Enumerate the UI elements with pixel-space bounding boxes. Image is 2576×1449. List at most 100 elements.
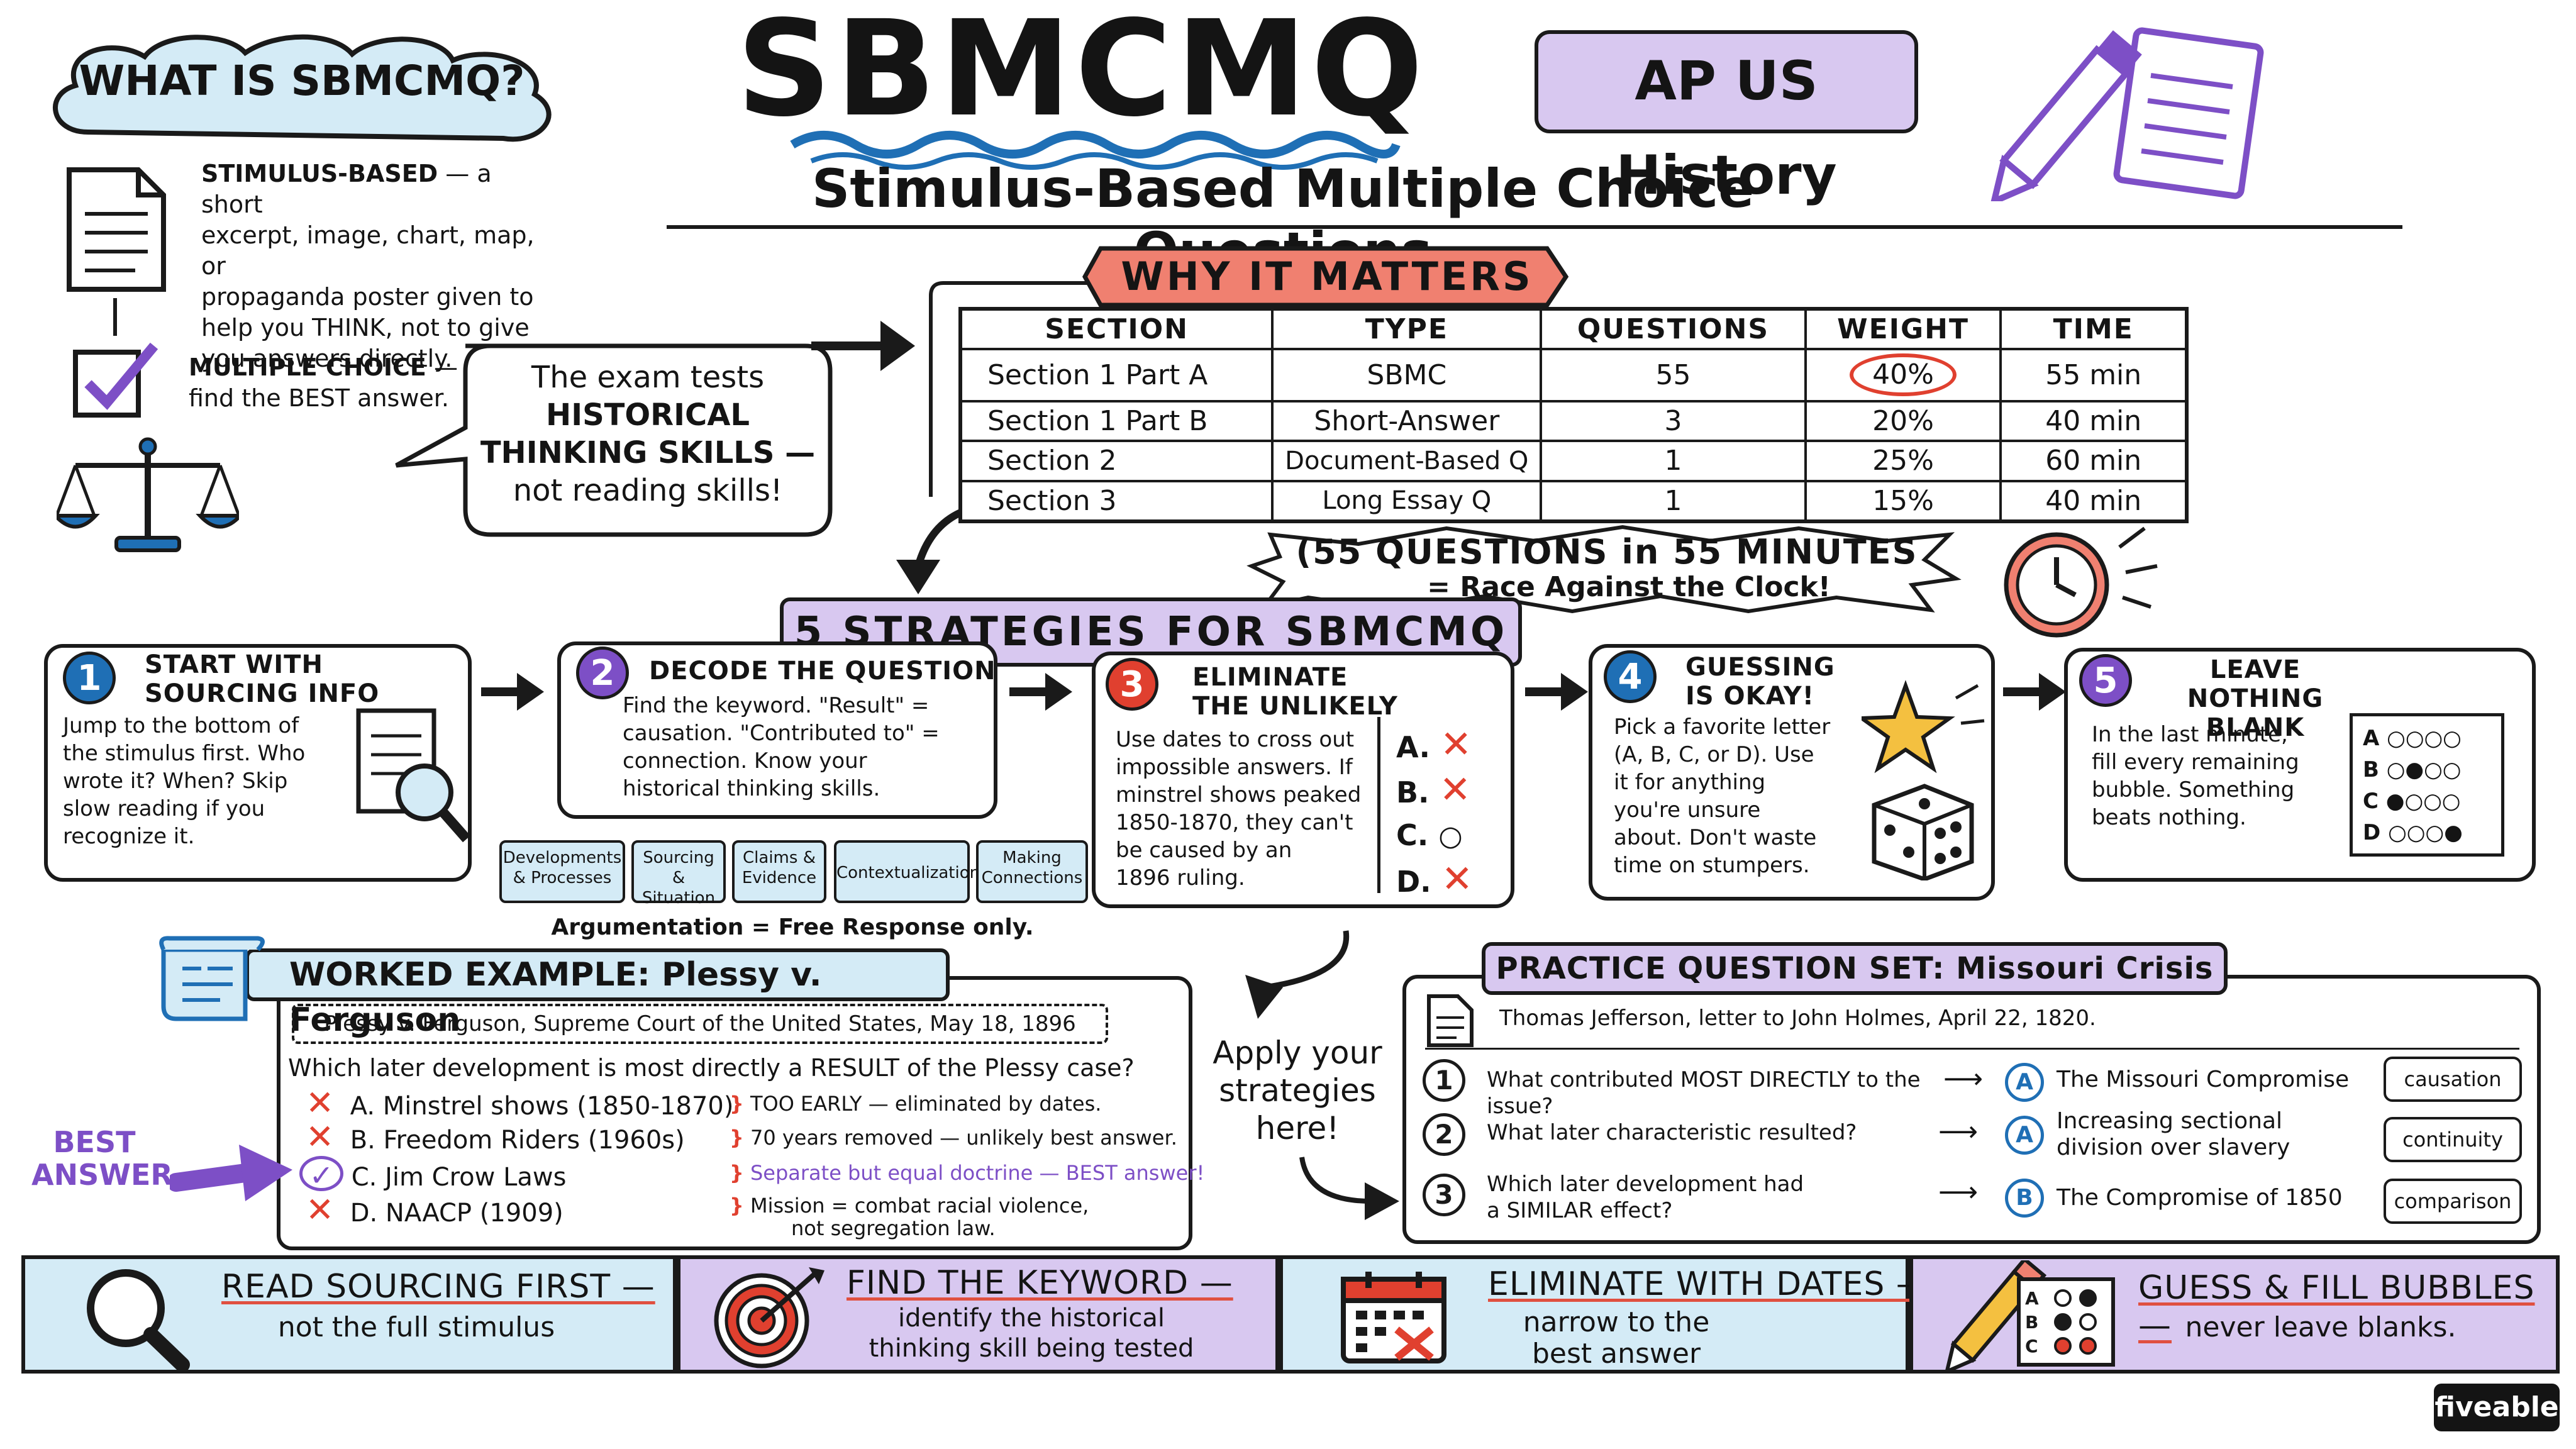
skill-tag: continuity [2384,1117,2522,1162]
table-cell: SBMC [1271,348,1543,402]
calendar-icon [1341,1272,1446,1363]
stimulus-line: help you THINK, not to give [201,314,530,341]
clock-icon [2004,526,2158,638]
practice-answer: The Compromise of 1850 [2057,1185,2343,1211]
strategy-card-2 [557,641,997,819]
chip-line: Claims & [743,848,816,867]
why-banner-shape [1082,246,1569,308]
table-cell: Section 2 [958,440,1274,482]
eliminate-row: D. ✕ [1396,858,1503,903]
arrow-right-icon: ⟶ [1943,1063,1984,1095]
strategy-title-line: LEAVE NOTHING [2187,655,2324,713]
strategy-title: ELIMINATE THE UNLIKELY [1192,663,1398,721]
strategy-body-line: 1896 ruling. [1116,865,1245,891]
strategy-number: 3 [1106,658,1158,711]
subtitle-underline [667,225,2402,229]
strategy-title: LEAVE NOTHING BLANK [2142,655,2368,742]
stimulus-line: — a short [201,160,492,218]
answer-option: ✕ B. Freedom Riders (1960s) [306,1120,685,1155]
worked-example-title: WORKED EXAMPLE: Plessy v. Ferguson [289,956,822,1039]
case-question: Which later development is most directly… [288,1054,1135,1082]
strategy-number: 4 [1604,650,1657,703]
strategy-body-line: causation. "Contributed to" = [623,721,940,746]
practice-answer-line: Increasing sectional [2057,1108,2283,1134]
table-cell: 25% [1804,440,2002,482]
footer-subtitle: not the full stimulus [277,1311,555,1343]
table-cell: 40 min [1999,399,2188,443]
col-header: SECTION [958,308,1274,350]
footer-title: ELIMINATE WITH DATES — [1488,1265,1929,1303]
option-letter: D. [1396,865,1431,899]
footer-subtitle: never leave blanks. [2185,1311,2457,1343]
brand-logo: fiveable [2434,1384,2560,1431]
strategy-body-line: recognize it. [63,824,195,849]
col-header: QUESTIONS [1540,308,1807,350]
table-cell: 55 [1540,348,1807,402]
apply-line: here! [1255,1110,1340,1146]
practice-answer: Increasing sectional division over slave… [2057,1108,2371,1161]
chip-line: & Processes [513,869,612,887]
scales-icon [57,437,239,552]
stimulus-term: STIMULUS-BASED [201,160,438,187]
strategy-title: START WITH SOURCING INFO [145,650,379,708]
worked-example-header [245,948,950,1001]
mc-definition: MULTIPLE CHOICE — find the BEST answer. [189,352,478,415]
answer-text: C. Jim Crow Laws [351,1163,567,1192]
practice-question-line: Which later development had [1487,1172,1804,1197]
course-badge: AP US History [1535,30,1918,207]
brace-icon: } [730,1161,744,1185]
table-cell: 1 [1540,479,1807,523]
strategy-body-line: (A, B, C, or D). Use [1614,742,1814,767]
skill-chip: Developments & Processes [499,840,625,903]
table-cell: Long Essay Q [1271,479,1543,523]
best-answer-label: BEST ANSWER [31,1125,173,1195]
document-magnifier-icon [356,708,471,843]
callout-line-1: (55 QUESTIONS in 55 MINUTES [1296,532,1918,572]
footer-title-text: FIND THE KEYWORD — [847,1264,1233,1302]
table-cell: 1 [1540,440,1807,482]
best-label-line: BEST [53,1125,136,1159]
strategy-body: Find the keyword. "Result" = causation. … [623,692,987,802]
bubble-row: B ○●○○ [2363,754,2491,786]
stimulus-line: you answers directly. [201,345,453,372]
mc-term: MULTIPLE CHOICE [189,353,426,381]
strategy-body-line: historical thinking skills. [623,776,880,801]
practice-source: Thomas Jefferson, letter to John Holmes,… [1499,1006,2096,1031]
speech-bubble [395,343,833,537]
practice-answer-line: division over slavery [2057,1135,2290,1160]
skill-chip: Contextualization [834,840,980,903]
answer-note: not segregation law. [791,1216,996,1240]
option-letter: A. [1396,730,1430,764]
note-text: Separate but equal doctrine — BEST answe… [750,1161,1205,1185]
table-cell: 15% [1804,479,2002,523]
strategy-body-line: impossible answers. If [1116,755,1353,780]
note-text: Mission = combat racial violence, [750,1194,1089,1218]
practice-question-line: a SIMILAR effect? [1487,1198,1673,1223]
bubble-icons: ○●○○ [2386,757,2462,782]
target-icon [714,1267,824,1368]
answer-text: B. Freedom Riders (1960s) [350,1126,685,1155]
bubble-icons: ●○○○ [2385,789,2461,814]
x-mark-icon: ✕ [306,1083,335,1123]
answer-note: } Separate but equal doctrine — BEST ans… [730,1161,1204,1185]
page-title: SBMCMQ [736,0,1427,146]
strategy-body: Pick a favorite letter (A, B, C, or D). … [1614,713,1865,879]
col-header: TIME [1999,308,2188,350]
cloud-shape [53,34,552,142]
practice-question: What later characteristic resulted? [1487,1120,1857,1145]
strategy-body-line: beats nothing. [2092,805,2246,830]
footer-subtitle-line: thinking skill being tested [869,1334,1194,1363]
stimulus-definition: STIMULUS-BASED — a short excerpt, image,… [201,158,553,372]
highlight-circle: 40% [1850,353,1957,397]
weight-table: SECTION TYPE QUESTIONS WEIGHT TIME Secti… [958,307,2189,523]
table-header-row: SECTION TYPE QUESTIONS WEIGHT TIME [958,308,2188,350]
stimulus-line: propaganda poster given to [201,283,534,311]
strategy-body-line: Pick a favorite letter [1614,714,1831,740]
brace-icon: } [730,1126,744,1150]
strategy-number: 5 [2079,654,2132,707]
answer-note: } TOO EARLY — eliminated by dates. [730,1092,1101,1116]
strategy-body-line: about. Don't waste [1614,825,1817,850]
col-header: WEIGHT [1804,308,2002,350]
table-row: Section 2 Document-Based Q 1 25% 60 min [958,440,2188,482]
eliminate-list: A. ✕ B. ✕ C. ○ D. ✕ [1396,723,1503,901]
